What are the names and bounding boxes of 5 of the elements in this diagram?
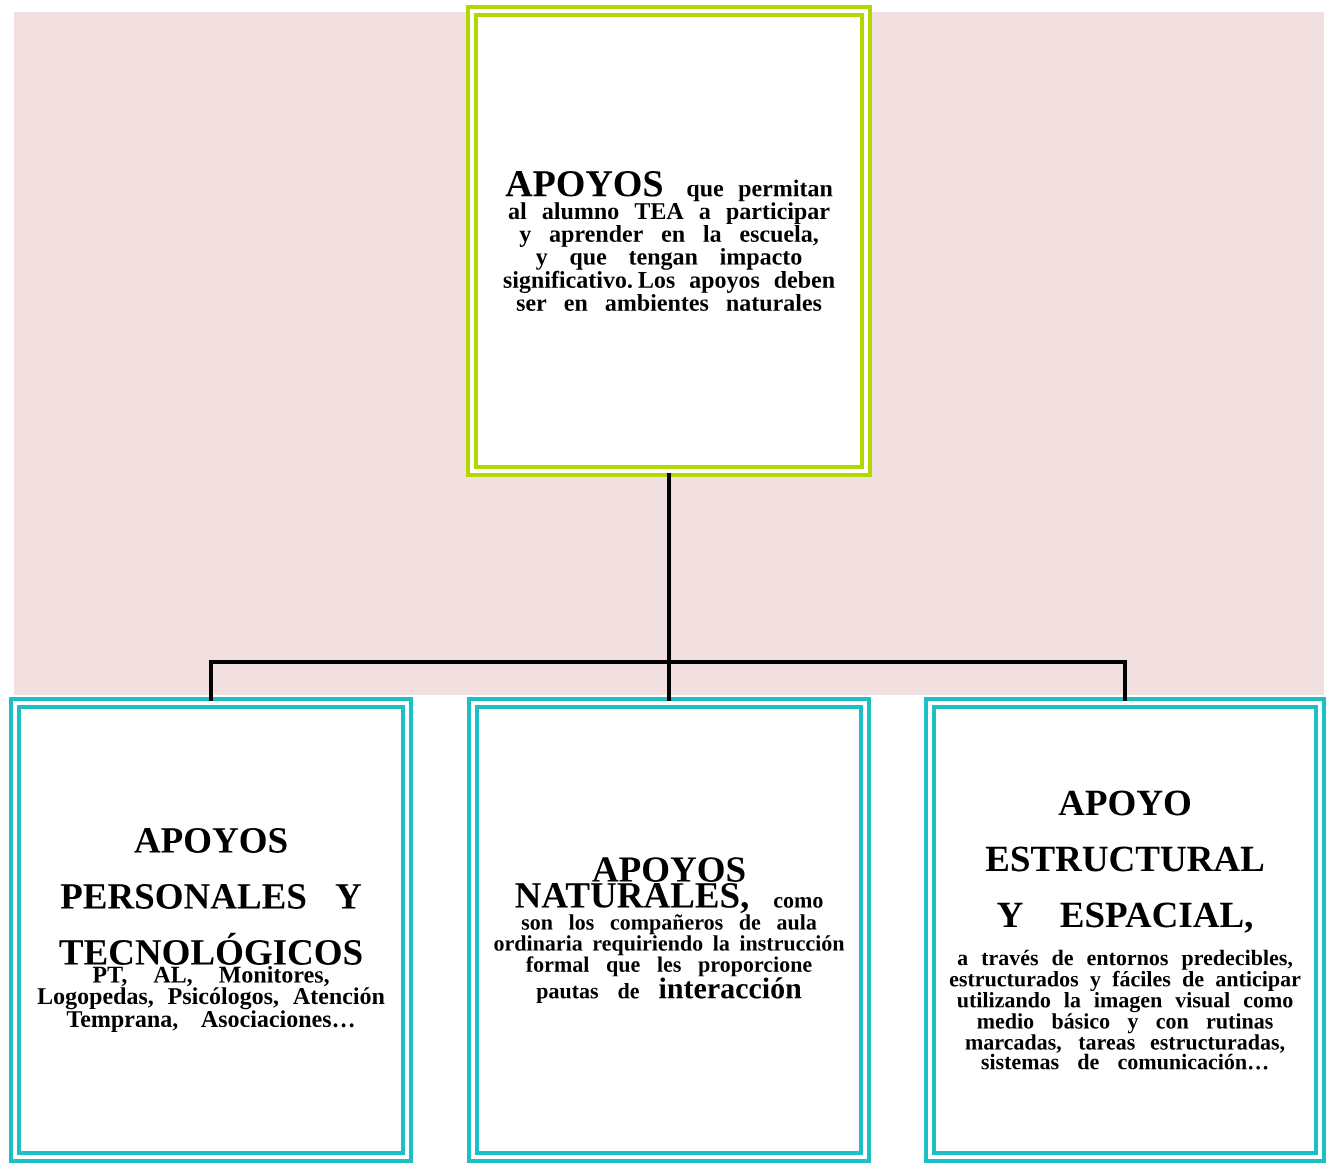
text-box: APOYOS que permitan al alumno TEA a participar y aprender en la escuela, y que tengan impacto significativo. Los apoyos deben ser en ambientes naturales (466, 5, 872, 477)
text-box: APOYO ESTRUCTURAL Y ESPACIAL, a través de entornos predecibles, estructurados y fáciles de anticipar utilizando la imagen visual como medio básico y con rutinas marcadas, tareas estructuradas, sistemas de comunicación… (924, 697, 1326, 1163)
text-box: APOYOS NATURALES, como son los compañeros de aula ordinaria requiriendo la instrucción formal que les proporcione pautas de interacción (467, 697, 871, 1163)
text-box: APOYOS PERSONALES Y TECNOLÓGICOS PT, AL, Monitores, Logopedas, Psicólogos, Atención Temprana, Asociaciones… (9, 697, 413, 1163)
connector (667, 473, 1127, 701)
